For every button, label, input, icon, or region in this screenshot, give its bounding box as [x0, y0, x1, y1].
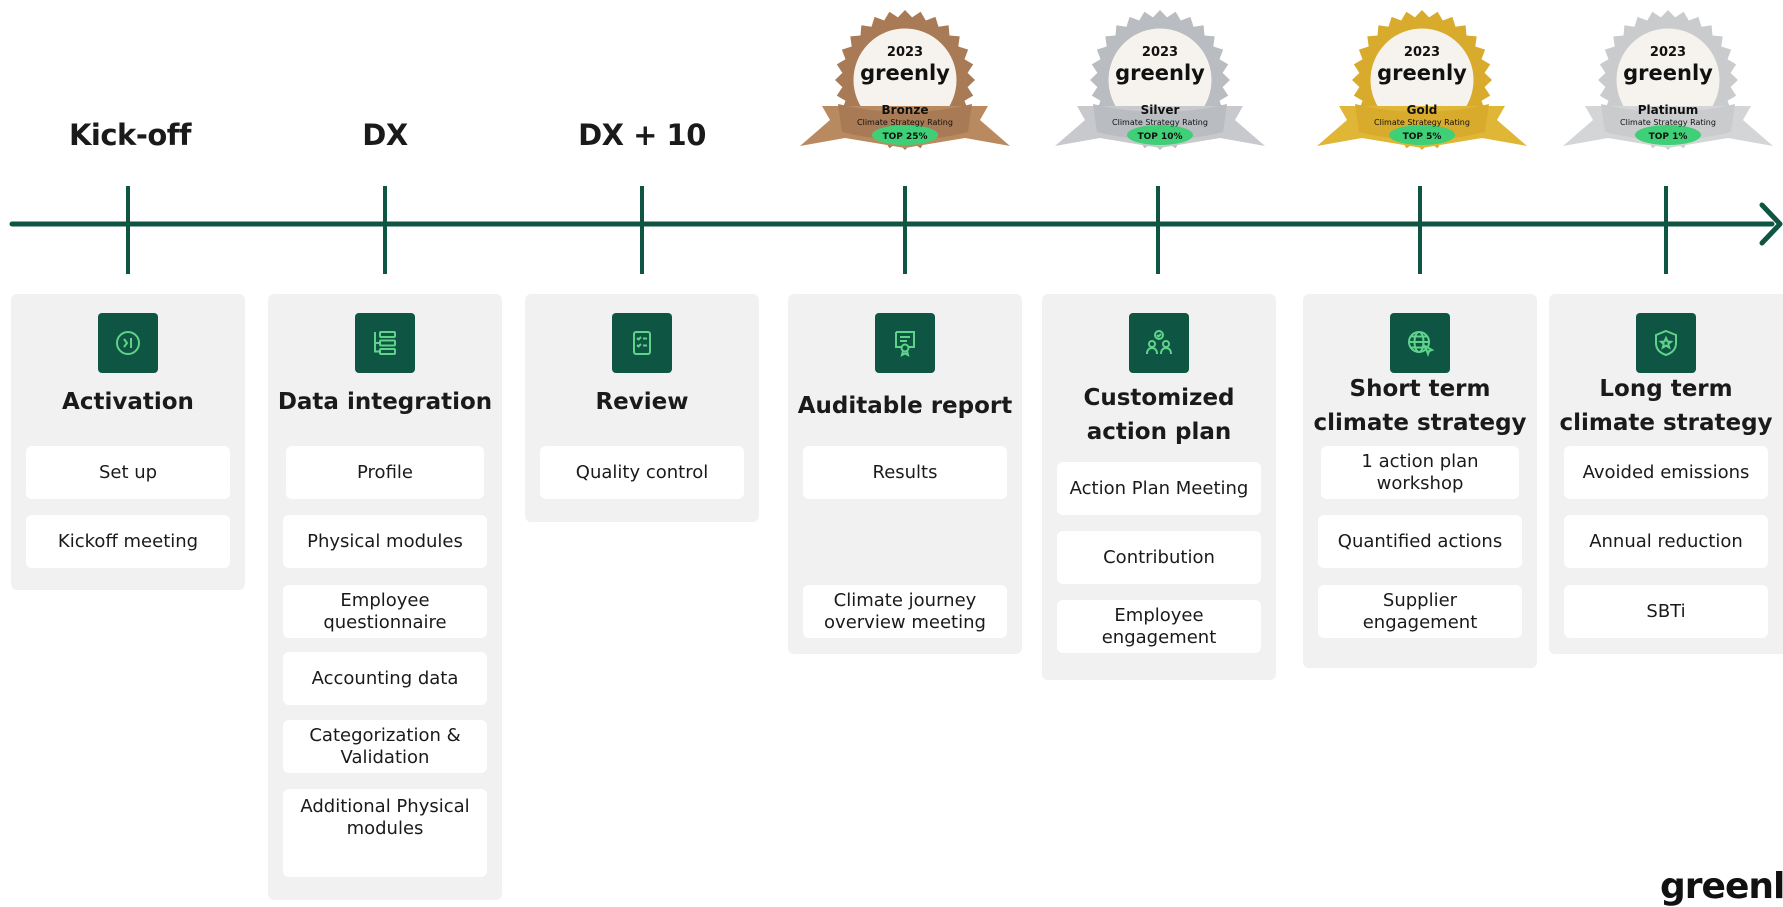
badge-tier: Platinum [1638, 103, 1698, 117]
badge-top: TOP 1% [1649, 132, 1688, 142]
badge-tier: Bronze [882, 103, 929, 117]
badge-brand: greenly [1623, 61, 1713, 85]
badge-top-pill [1389, 125, 1455, 145]
stage-item: Physical modules [283, 515, 487, 568]
stage-item: 1 action plan workshop [1321, 446, 1519, 499]
milestone-kickoff: Kick-off [68, 118, 192, 152]
badge-tier: Gold [1407, 103, 1438, 117]
greenly-logo: greenly [1660, 866, 1783, 907]
badge-top: TOP 10% [1137, 132, 1182, 142]
stage-title: Data integration [277, 389, 493, 415]
milestone-dx-plus-10: DX + 10 [578, 118, 706, 152]
badge-ribbon-band [838, 104, 972, 140]
stage-item: Accounting data [283, 652, 487, 705]
stage-card-customized-action-plan: Customized action plan Action Plan Meeti… [1042, 294, 1276, 680]
stage-item: Avoided emissions [1564, 446, 1768, 499]
badge-year: 2023 [887, 45, 923, 60]
stage-card-long-term-strategy: Long term climate strategy Avoided emiss… [1549, 294, 1783, 654]
stage-item: Climate journey overview meeting [803, 585, 1007, 638]
stage-item: Set up [26, 446, 230, 499]
badge-rating: Climate Strategy Rating [1374, 118, 1470, 127]
badge-top: TOP 5% [1403, 132, 1442, 142]
globe-icon [1390, 313, 1450, 373]
stage-card-review: Review Quality control [525, 294, 759, 522]
milestone-dx: DX [362, 118, 408, 152]
shield-icon [1636, 313, 1696, 373]
badge-year: 2023 [1650, 45, 1686, 60]
stage-item: Quantified actions [1318, 515, 1522, 568]
stage-item: Employee questionnaire [283, 585, 487, 638]
badge-year: 2023 [1404, 45, 1440, 60]
stage-item: Kickoff meeting [26, 515, 230, 568]
badge-brand: greenly [1115, 61, 1205, 85]
stage-item: SBTi [1564, 585, 1768, 638]
stage-item: Action Plan Meeting [1057, 462, 1261, 515]
data-integration-icon [355, 313, 415, 373]
badge-top-pill [1635, 125, 1701, 145]
stage-title: Short term climate strategy [1313, 376, 1527, 436]
stage-card-activation: Activation Set up Kickoff meeting [11, 294, 245, 590]
stage-item: Results [803, 446, 1007, 499]
stage-title: Long term climate strategy [1559, 376, 1773, 436]
stage-card-auditable-report: Auditable report Results Climate journey… [788, 294, 1022, 654]
activation-icon [98, 313, 158, 373]
stage-item: Employee engagement [1057, 600, 1261, 653]
stage-item: Annual reduction [1564, 515, 1768, 568]
people-action-icon [1129, 313, 1189, 373]
badge-top: TOP 25% [882, 132, 927, 142]
badge-top-pill [1127, 125, 1193, 145]
badge-brand: greenly [860, 61, 950, 85]
stage-item: Contribution [1057, 531, 1261, 584]
badge-rating: Climate Strategy Rating [1620, 118, 1716, 127]
stage-item: Profile [286, 446, 484, 499]
badge-brand: greenly [1377, 61, 1467, 85]
stage-title: Auditable report [797, 393, 1013, 419]
review-checklist-icon [612, 313, 672, 373]
stage-title: Activation [62, 389, 194, 415]
badge-rating: Climate Strategy Rating [1112, 118, 1208, 127]
stage-card-data-integration: Data integration Profile Physical module… [268, 294, 502, 900]
stage-card-short-term-strategy: Short term climate strategy 1 action pla… [1303, 294, 1537, 668]
stage-item: Additional Physical modules [283, 789, 487, 877]
badge-top-pill [872, 125, 938, 145]
stage-title: Customized action plan [1083, 385, 1235, 445]
stage-title: Review [595, 389, 689, 415]
timeline-arrowhead [1759, 202, 1783, 246]
badge-ribbon-band [1601, 104, 1735, 140]
badge-ribbon-band [1355, 104, 1489, 140]
badge-rating: Climate Strategy Rating [857, 118, 953, 127]
badge-tier: Silver [1141, 103, 1180, 117]
badge-ribbon-band [1093, 104, 1227, 140]
stage-item: Categorization & Validation [283, 720, 487, 773]
stage-item: Quality control [540, 446, 744, 499]
stage-item: Supplier engagement [1318, 585, 1522, 638]
badge-year: 2023 [1142, 45, 1178, 60]
certificate-icon [875, 313, 935, 373]
